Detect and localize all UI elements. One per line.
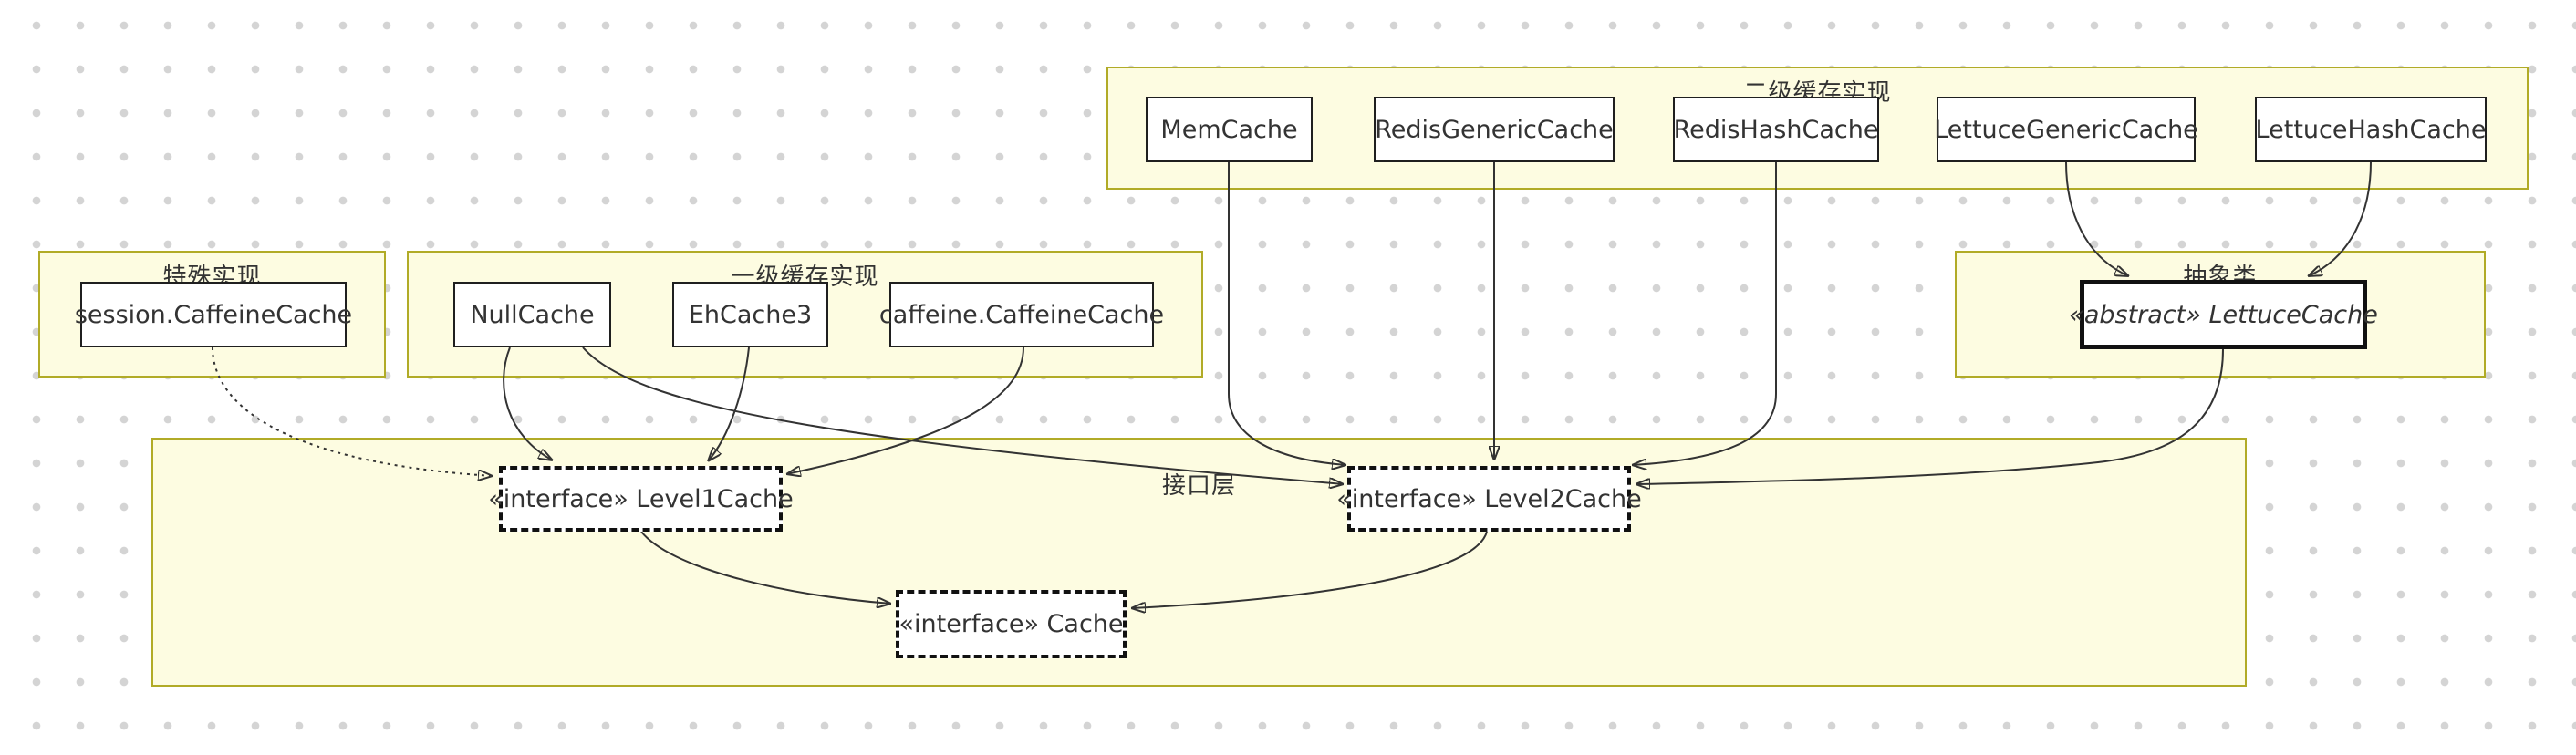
class-lettucehashcache-label: LettuceHashCache — [2255, 115, 2487, 144]
class-nullcache-label: NullCache — [470, 300, 595, 329]
class-ehcache3[interactable]: EhCache3 — [672, 282, 828, 347]
class-redisgenericcache-label: RedisGenericCache — [1375, 115, 1614, 144]
interface-level2cache[interactable]: «interface» Level2Cache — [1336, 466, 1642, 532]
class-lettucegenericcache-label: LettuceGenericCache — [1934, 115, 2198, 144]
edge-redishashcache-to-level2cache[interactable] — [1632, 162, 1777, 465]
edge-ehcache3-to-level1cache[interactable] — [708, 346, 750, 461]
class-abstract-lettucecache[interactable]: «abstract» LettuceCache — [2069, 280, 2378, 349]
edge-nullcache-to-level1cache[interactable] — [503, 346, 553, 460]
class-nullcache[interactable]: NullCache — [453, 282, 611, 347]
class-ehcache3-label: EhCache3 — [688, 300, 813, 329]
class-caffeine-caffeinecache-label: caffeine.CaffeineCache — [878, 300, 1165, 329]
interface-level1cache-label: «interface» Level1Cache — [488, 484, 794, 513]
class-memcache-label: MemCache — [1160, 115, 1298, 144]
edge-lettucehashcache-to-lettucecache[interactable] — [2308, 161, 2372, 276]
interface-level1cache[interactable]: «interface» Level1Cache — [488, 466, 794, 532]
class-abstract-lettucecache-label: «abstract» LettuceCache — [2069, 300, 2378, 329]
class-lettucehashcache[interactable]: LettuceHashCache — [2255, 97, 2487, 162]
class-session-caffeinecache-label: session.CaffeineCache — [74, 300, 353, 329]
class-redishashcache-label: RedisHashCache — [1673, 115, 1879, 144]
edge-memcache-to-level2cache[interactable] — [1228, 162, 1346, 465]
interface-level2cache-label: «interface» Level2Cache — [1336, 484, 1642, 513]
edge-session-caffeine-to-level1cache[interactable] — [212, 346, 493, 476]
edge-level1cache-to-cache[interactable] — [640, 531, 891, 604]
class-session-caffeinecache[interactable]: session.CaffeineCache — [75, 282, 352, 347]
edge-lettucegenericcache-to-lettucecache[interactable] — [2065, 161, 2129, 276]
interface-cache-label: «interface» Cache — [898, 610, 1124, 638]
interface-cache[interactable]: «interface» Cache — [896, 590, 1127, 658]
class-lettucegenericcache[interactable]: LettuceGenericCache — [1934, 97, 2198, 162]
group-interface-layer-label: 接口层 — [1161, 472, 1236, 500]
edge-caffeine-to-level1cache[interactable] — [786, 346, 1024, 474]
class-caffeine-caffeinecache[interactable]: caffeine.CaffeineCache — [879, 282, 1164, 347]
edge-level2cache-to-cache[interactable] — [1131, 531, 1488, 608]
class-memcache[interactable]: MemCache — [1146, 97, 1313, 162]
class-redisgenericcache[interactable]: RedisGenericCache — [1374, 97, 1615, 162]
edge-lettucecache-to-level2cache[interactable] — [1636, 348, 2224, 484]
edge-nullcache-to-level2cache[interactable] — [582, 346, 1344, 484]
class-redishashcache[interactable]: RedisHashCache — [1673, 97, 1879, 162]
